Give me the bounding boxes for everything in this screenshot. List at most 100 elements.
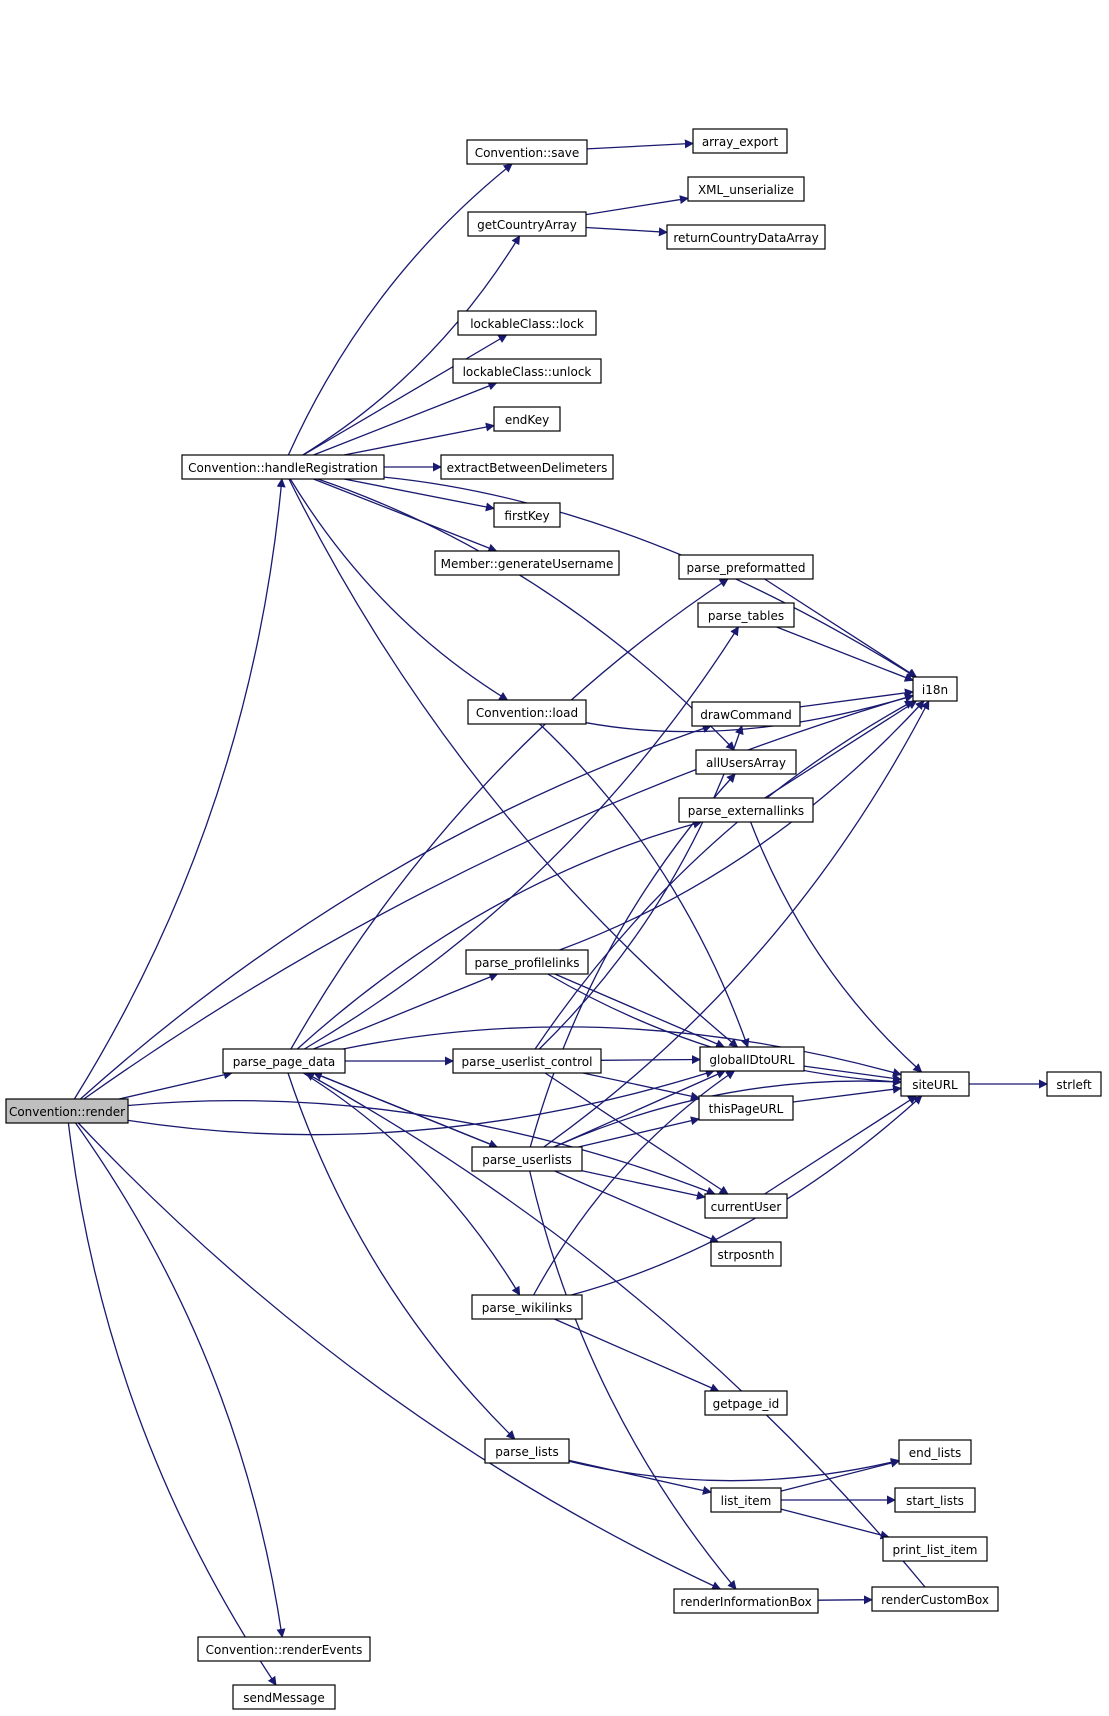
edge-globalidtourl-to-siteurl [803, 1065, 902, 1083]
node-box[interactable] [898, 1439, 972, 1465]
node-label: start_lists [906, 1494, 964, 1508]
node-end-lists[interactable]: end_lists [898, 1439, 972, 1465]
node-box[interactable] [181, 454, 385, 480]
node-parse-wikilinks[interactable]: parse_wikilinks [471, 1294, 583, 1320]
node-parse-userlist-control[interactable]: parse_userlist_control [452, 1048, 602, 1074]
node-parse-preformatted[interactable]: parse_preformatted [678, 554, 814, 580]
node-i18n[interactable]: i18n [912, 676, 958, 702]
node-strleft[interactable]: strleft [1046, 1071, 1102, 1097]
node-thispageurl[interactable]: thisPageURL [698, 1095, 794, 1121]
node-strposnth[interactable]: strposnth [710, 1241, 782, 1267]
node-label: sendMessage [243, 1691, 324, 1705]
node-box[interactable] [695, 749, 797, 775]
node-xml-unserialize[interactable]: XML_unserialize [687, 176, 805, 202]
node-box[interactable] [687, 176, 805, 202]
node-box[interactable] [666, 224, 826, 250]
node-box[interactable] [467, 211, 587, 237]
node-generateusername[interactable]: Member::generateUsername [434, 550, 620, 576]
edge-layer [67, 139, 1048, 1686]
node-box[interactable] [710, 1487, 782, 1513]
node-box[interactable] [691, 701, 801, 727]
node-render[interactable]: Convention::render [5, 1098, 129, 1124]
edge-parse-wikilinks-to-globalidtourl [533, 1070, 736, 1296]
node-parse-tables[interactable]: parse_tables [697, 602, 795, 628]
node-print-list-item[interactable]: print_list_item [882, 1536, 988, 1562]
node-box[interactable] [704, 1390, 788, 1416]
node-siteurl[interactable]: siteURL [900, 1071, 970, 1097]
node-box[interactable] [692, 128, 788, 154]
node-box[interactable] [704, 1193, 788, 1219]
edge-list-item-to-end-lists [780, 1458, 900, 1492]
node-extractbetweendelimeters[interactable]: extractBetweenDelimeters [440, 454, 614, 480]
node-box[interactable] [467, 699, 587, 725]
node-getcountryarray[interactable]: getCountryArray [467, 211, 587, 237]
node-box[interactable] [699, 1046, 805, 1072]
edge-handleregistration-to-firstkey [343, 478, 495, 512]
edge-parse-userlists-to-siteurl [553, 1077, 902, 1148]
node-label: drawCommand [700, 708, 791, 722]
node-box[interactable] [440, 454, 614, 480]
node-box[interactable] [465, 949, 589, 975]
node-box[interactable] [697, 602, 795, 628]
node-array-export[interactable]: array_export [692, 128, 788, 154]
node-globalidtourl[interactable]: globalIDtoURL [699, 1046, 805, 1072]
node-box[interactable] [698, 1095, 794, 1121]
node-getpage-id[interactable]: getpage_id [704, 1390, 788, 1416]
node-box[interactable] [678, 554, 814, 580]
node-start-lists[interactable]: start_lists [894, 1487, 976, 1513]
node-endkey[interactable]: endKey [493, 406, 561, 432]
node-parse-userlists[interactable]: parse_userlists [471, 1146, 583, 1172]
node-label: parse_lists [495, 1445, 558, 1459]
node-box[interactable] [894, 1487, 976, 1513]
node-box[interactable] [900, 1071, 970, 1097]
node-label: returnCountryDataArray [673, 231, 818, 245]
node-parse-externallinks[interactable]: parse_externallinks [678, 797, 814, 823]
node-box[interactable] [466, 139, 588, 165]
node-label: array_export [702, 135, 779, 149]
node-firstkey[interactable]: firstKey [493, 502, 561, 528]
edge-render-to-drawcommand [79, 724, 712, 1100]
node-box[interactable] [434, 550, 620, 576]
node-box[interactable] [493, 502, 561, 528]
node-list-item[interactable]: list_item [710, 1487, 782, 1513]
node-sendmessage[interactable]: sendMessage [232, 1684, 336, 1710]
node-box[interactable] [452, 1048, 602, 1074]
edge-parse-userlists-to-strposnth [554, 1170, 720, 1243]
node-lock[interactable]: lockableClass::lock [457, 310, 597, 336]
edge-render-to-sendmessage [67, 1122, 277, 1686]
node-renderinformationbox[interactable]: renderInformationBox [673, 1588, 819, 1614]
node-allusersarray[interactable]: allUsersArray [695, 749, 797, 775]
node-label: strposnth [717, 1248, 774, 1262]
node-returncountrydataarray[interactable]: returnCountryDataArray [666, 224, 826, 250]
node-box[interactable] [493, 406, 561, 432]
node-box[interactable] [471, 1294, 583, 1320]
node-box[interactable] [484, 1438, 570, 1464]
edge-parse-userlists-to-thispageurl [578, 1116, 700, 1148]
node-box[interactable] [673, 1588, 819, 1614]
node-load[interactable]: Convention::load [467, 699, 587, 725]
node-box[interactable] [871, 1586, 999, 1612]
node-box[interactable] [710, 1241, 782, 1267]
node-box[interactable] [471, 1146, 583, 1172]
node-box[interactable] [1046, 1071, 1102, 1097]
node-box[interactable] [882, 1536, 988, 1562]
node-box[interactable] [232, 1684, 336, 1710]
node-box[interactable] [197, 1636, 371, 1662]
node-save[interactable]: Convention::save [466, 139, 588, 165]
node-parse-lists[interactable]: parse_lists [484, 1438, 570, 1464]
node-rendercustombox[interactable]: renderCustomBox [871, 1586, 999, 1612]
node-drawcommand[interactable]: drawCommand [691, 701, 801, 727]
node-renderevents[interactable]: Convention::renderEvents [197, 1636, 371, 1662]
node-box[interactable] [457, 310, 597, 336]
edge-drawcommand-to-i18n [799, 688, 914, 708]
node-unlock[interactable]: lockableClass::unlock [452, 358, 602, 384]
node-currentuser[interactable]: currentUser [704, 1193, 788, 1219]
node-box[interactable] [222, 1048, 346, 1074]
node-box[interactable] [678, 797, 814, 823]
node-parse-profilelinks[interactable]: parse_profilelinks [465, 949, 589, 975]
node-box[interactable] [5, 1098, 129, 1124]
node-parse-page-data[interactable]: parse_page_data [222, 1048, 346, 1074]
node-box[interactable] [452, 358, 602, 384]
node-box[interactable] [912, 676, 958, 702]
node-handleregistration[interactable]: Convention::handleRegistration [181, 454, 385, 480]
